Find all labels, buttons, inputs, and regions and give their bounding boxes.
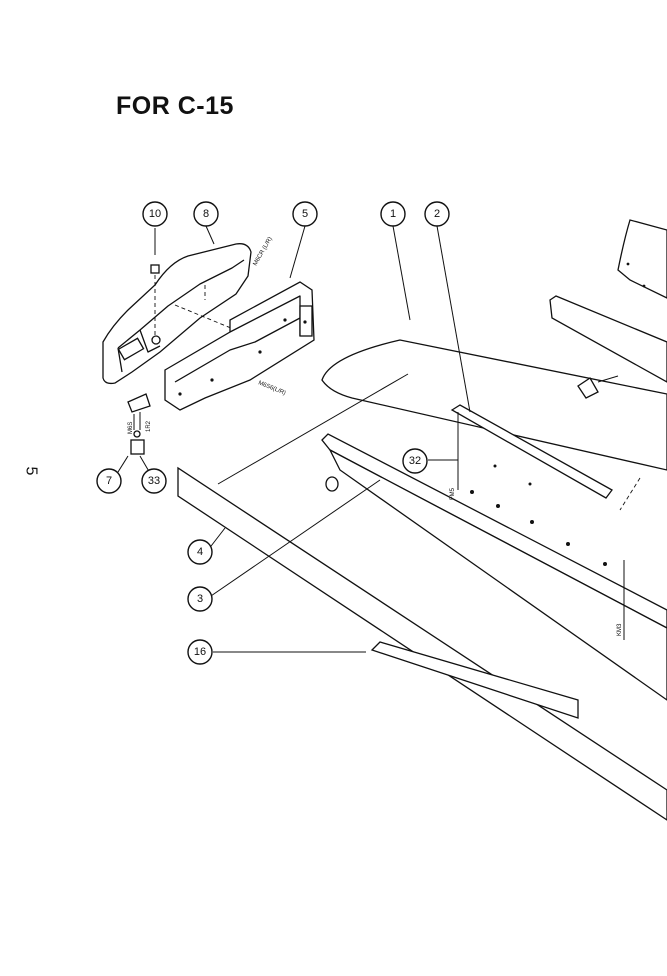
callout-4: 4 (187, 539, 213, 565)
svg-text:1: 1 (390, 208, 396, 220)
svg-text:2: 2 (434, 208, 440, 220)
svg-text:8: 8 (203, 208, 209, 220)
part-7-bracket (127, 393, 151, 413)
part-8-boss (151, 335, 161, 345)
callout-5: 5 (292, 201, 318, 227)
part-8-slot (117, 337, 145, 361)
svg-text:33: 33 (148, 475, 160, 487)
callout-16: 16 (187, 639, 213, 665)
note-1r2: 1R2 (146, 420, 152, 432)
note-m6s: M6S (128, 422, 134, 434)
part-33-connector (130, 439, 145, 455)
part-3-holes (470, 464, 607, 566)
part-2-rail (450, 404, 613, 499)
page-title: FOR C-15 (116, 92, 234, 120)
callout-3: 3 (187, 586, 213, 612)
callout-32: 32 (402, 448, 428, 474)
svg-text:32: 32 (409, 455, 421, 467)
svg-text:7: 7 (106, 475, 112, 487)
part-3-bar (321, 433, 667, 629)
part-8-inner (117, 259, 245, 373)
svg-text:16: 16 (194, 646, 206, 658)
part-top-right-cover (617, 219, 667, 299)
part-small-bracket (577, 377, 599, 399)
svg-text:5: 5 (302, 208, 308, 220)
svg-text:3: 3 (197, 593, 203, 605)
callout-2: 2 (424, 201, 450, 227)
part-16-strip (370, 641, 579, 719)
part-10-cap (150, 264, 160, 274)
svg-text:4: 4 (197, 546, 203, 558)
note-km3: KM3 (617, 623, 623, 636)
part-small-clip (325, 476, 339, 492)
note-m6s6: M6S6(L/R) (257, 380, 286, 396)
callout-8: 8 (193, 201, 219, 227)
part-top-right-strip (549, 295, 667, 383)
callout-7: 7 (96, 468, 122, 494)
part-3-base (328, 448, 667, 701)
svg-text:10: 10 (149, 208, 161, 220)
note-fm5: FM5 (450, 487, 456, 500)
callout-10: 10 (142, 201, 168, 227)
part-1-top-panel (321, 339, 667, 471)
callout-1: 1 (380, 201, 406, 227)
callout-33: 33 (141, 468, 167, 494)
note-m6cr: M6CR (L/R) (253, 236, 274, 267)
part-5-plate (164, 281, 315, 411)
